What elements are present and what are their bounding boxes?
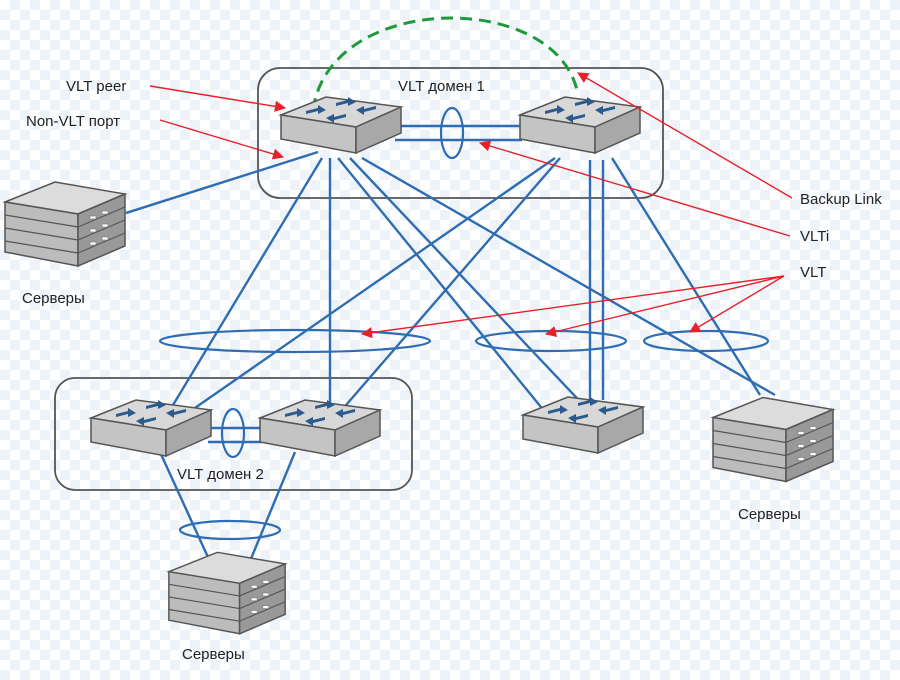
arrow-vlt-1 (360, 275, 785, 339)
vlt-domain-2-label: VLT домен 2 (177, 466, 264, 483)
non-vlt-port-label: Non-VLT порт (26, 113, 121, 130)
server-left-icon (4, 181, 126, 267)
arrow-vlt-peer (149, 85, 287, 112)
switch-domain2-right-icon (259, 399, 381, 457)
server-bottom-icon (168, 551, 286, 635)
network-links (125, 124, 776, 567)
vlti-ellipse-1 (439, 106, 465, 160)
switch-domain1-left-icon (280, 96, 402, 154)
arrow-vlt-2 (544, 275, 785, 338)
backup-link-label: Backup Link (800, 191, 882, 208)
vlt-domain-1-label: VLT домен 1 (398, 78, 485, 95)
vlt-domain-1-box (257, 67, 664, 199)
vlti-label: VLTi (800, 228, 830, 245)
backup-link-arc (311, 16, 580, 111)
vlt-ellipse-left (158, 328, 432, 354)
arrow-backup-link (577, 72, 793, 199)
servers-right-label: Серверы (738, 506, 801, 523)
vlt-peer-label: VLT peer (66, 78, 127, 95)
vlt-ellipse-bottom (178, 519, 282, 541)
server-right-icon (712, 396, 834, 483)
switch-domain1-right-icon (519, 96, 641, 154)
switch-domain2-left-icon (90, 399, 212, 457)
vlti-ellipse-2 (220, 407, 246, 459)
vlt-ellipse-right (642, 329, 770, 353)
arrow-vlt-3 (689, 275, 785, 333)
vlt-domain-2-box (54, 377, 413, 491)
vlt-label: VLT (800, 264, 827, 281)
servers-left-label: Серверы (22, 290, 85, 307)
servers-bottom-label: Серверы (182, 646, 245, 663)
arrow-non-vlt (159, 119, 285, 160)
arrow-vlti (478, 140, 791, 237)
